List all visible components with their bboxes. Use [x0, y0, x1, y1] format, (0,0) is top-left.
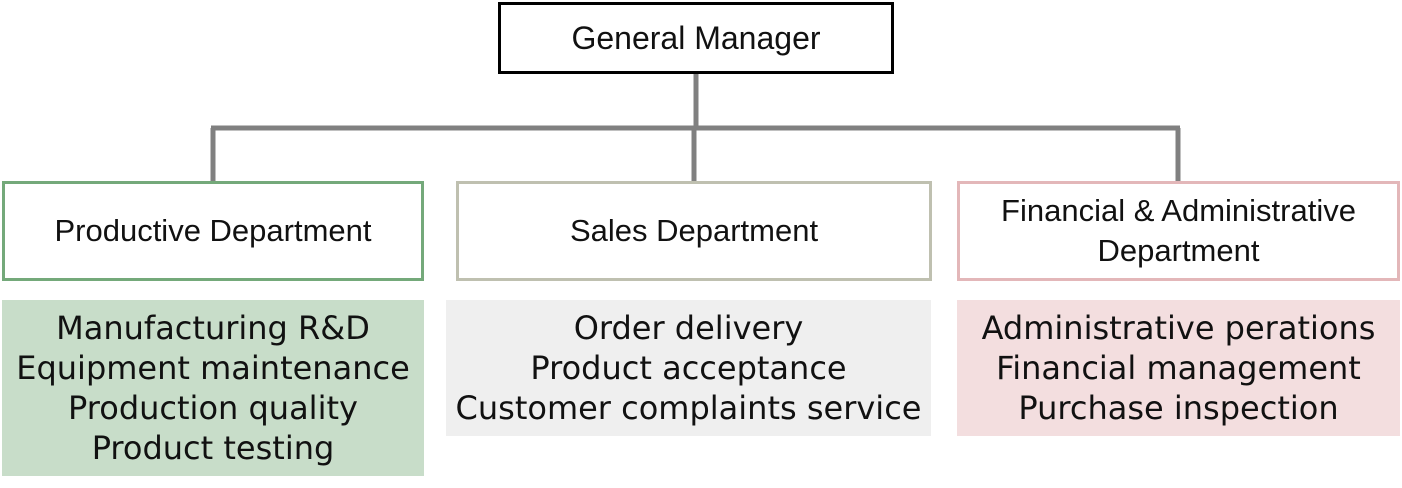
- duty-item: Production quality: [68, 389, 358, 427]
- duty-item: Product acceptance: [530, 349, 847, 387]
- duty-item: Administrative perations: [981, 309, 1376, 347]
- duty-item: Purchase inspection: [1018, 389, 1339, 427]
- duty-item: Manufacturing R&D: [56, 309, 370, 347]
- financial-department-box: Financial & Administrative Department: [957, 181, 1400, 281]
- financial-duties-box: Administrative perations Financial manag…: [957, 300, 1400, 436]
- duty-item: Financial management: [996, 349, 1361, 387]
- duty-item: Order delivery: [573, 309, 804, 347]
- productive-department-box: Productive Department: [2, 181, 424, 281]
- productive-duties-box: Manufacturing R&D Equipment maintenance …: [2, 300, 424, 476]
- sales-department-box: Sales Department: [456, 181, 932, 281]
- financial-department-name: Financial & Administrative Department: [1001, 193, 1356, 268]
- duty-item: Product testing: [91, 429, 335, 467]
- sales-duties-box: Order delivery Product acceptance Custom…: [446, 300, 931, 436]
- general-manager-title: General Manager: [571, 20, 821, 56]
- duty-item: Equipment maintenance: [16, 349, 410, 387]
- general-manager-box: General Manager: [498, 2, 894, 74]
- sales-department-name: Sales Department: [569, 213, 819, 248]
- productive-department-name: Productive Department: [54, 213, 372, 248]
- duty-item: Customer complaints service: [455, 389, 922, 427]
